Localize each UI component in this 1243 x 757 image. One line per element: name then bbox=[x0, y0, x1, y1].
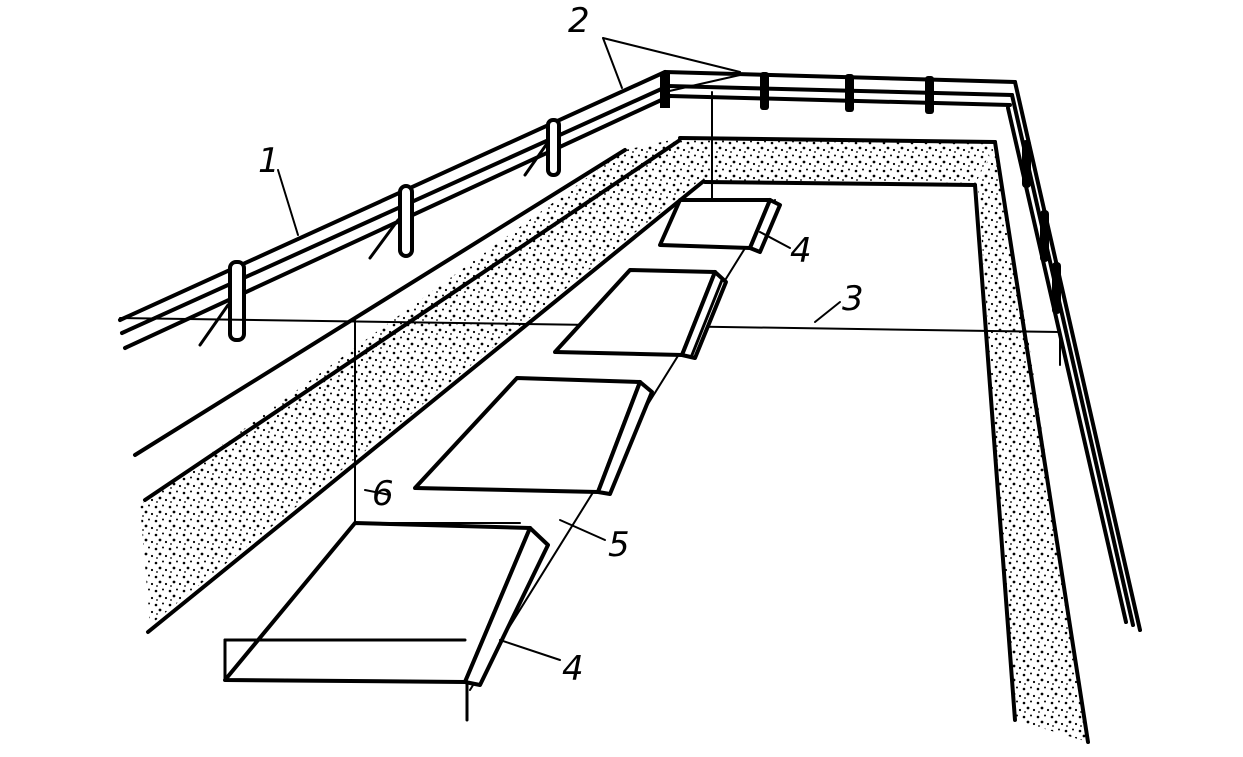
trench-sand-right bbox=[973, 140, 1090, 744]
slab-block-third bbox=[413, 376, 654, 496]
leader-lines bbox=[277, 37, 841, 661]
slab-block-far bbox=[658, 198, 782, 254]
label-1: 1 bbox=[258, 141, 280, 181]
trench-sand-back bbox=[678, 136, 997, 187]
label-3: 3 bbox=[842, 279, 864, 319]
trench-sand-left bbox=[133, 138, 707, 634]
label-5: 5 bbox=[608, 525, 630, 565]
cast-off-rail-right bbox=[1006, 80, 1142, 632]
label-2: 2 bbox=[568, 1, 590, 41]
corner-cord-to-back bbox=[664, 74, 741, 93]
label-6: 6 bbox=[372, 474, 394, 514]
cast-off-rail-back bbox=[663, 70, 1017, 107]
slab-block-second bbox=[553, 268, 728, 360]
label-4-lower: 4 bbox=[562, 649, 584, 689]
label-4-upper: 4 bbox=[790, 231, 812, 271]
slab-block-near bbox=[223, 521, 550, 722]
rail-posts-right bbox=[1022, 140, 1061, 314]
rail-posts-back bbox=[760, 72, 934, 114]
